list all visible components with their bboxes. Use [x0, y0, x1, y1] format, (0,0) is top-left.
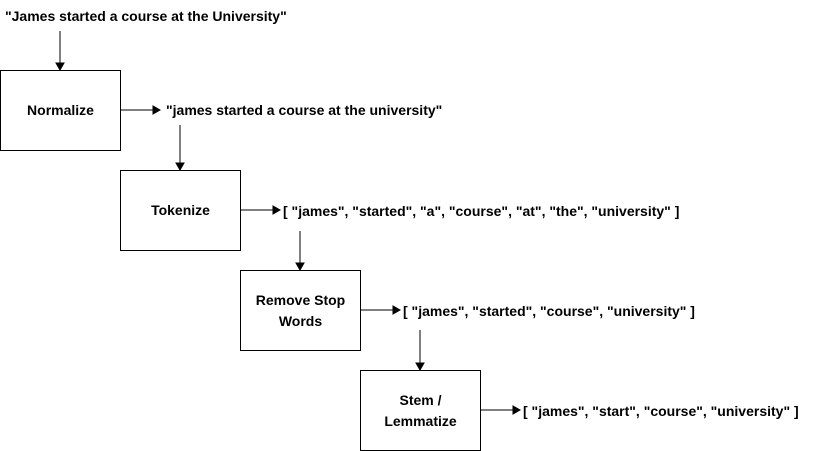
- input-text: "James started a course at the Universit…: [5, 8, 287, 24]
- arrow-tokenize-to-output: [241, 205, 282, 215]
- arrow-remove-stop-words-to-output: [361, 305, 402, 315]
- normalize-label: Normalize: [27, 102, 94, 118]
- stem-lemmatize-label-line-1: Stem /: [399, 392, 441, 408]
- tokenize-output: [ "james", "started", "a", "course", "at…: [283, 203, 679, 219]
- tokenize-box: [120, 170, 241, 251]
- normalize-box: [0, 70, 121, 151]
- arrow-stem-lemmatize-to-output: [481, 405, 522, 415]
- normalize-output: "james started a course at the universit…: [166, 102, 442, 118]
- stem-lemmatize-output: [ "james", "start", "course", "universit…: [523, 403, 799, 419]
- step-remove-stop-words: Remove Stop Words: [240, 270, 361, 351]
- step-tokenize: Tokenize: [120, 170, 241, 251]
- remove-stop-words-box: [240, 270, 361, 351]
- arrow-normalize-to-tokenize: [175, 125, 185, 172]
- arrow-normalize-to-output: [121, 105, 162, 115]
- remove-stop-words-output: [ "james", "started", "course", "univers…: [403, 303, 695, 319]
- arrow-input-to-normalize: [55, 31, 65, 72]
- arrow-tokenize-to-remove-stop-words: [295, 231, 305, 272]
- stem-lemmatize-label-line-2: Lemmatize: [384, 413, 457, 429]
- tokenize-label: Tokenize: [151, 202, 210, 218]
- remove-stop-words-label-line-1: Remove Stop: [256, 292, 345, 308]
- step-stem-lemmatize: Stem / Lemmatize: [360, 370, 481, 451]
- arrow-remove-stop-words-to-stem: [415, 330, 425, 372]
- stem-lemmatize-box: [360, 370, 481, 451]
- remove-stop-words-label-line-2: Words: [279, 313, 323, 329]
- step-normalize: Normalize: [0, 70, 121, 151]
